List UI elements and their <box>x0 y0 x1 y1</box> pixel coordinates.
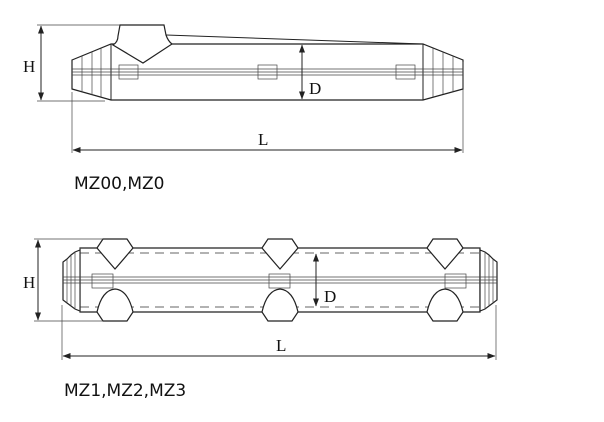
dimension-l: L <box>71 62 464 153</box>
model-caption-mz00-mz0: MZ00,MZ0 <box>74 174 165 194</box>
dimension-l: L <box>61 305 497 360</box>
connector-body <box>71 24 464 101</box>
clamp-window <box>118 64 139 80</box>
dimension-d: D <box>313 253 336 307</box>
dimension-h: H <box>23 238 103 322</box>
length-label: L <box>258 130 268 149</box>
drawing-mz00-mz0: H D L <box>23 24 464 153</box>
clamp-window <box>268 273 291 289</box>
height-label: H <box>23 57 35 76</box>
dimension-h: H <box>23 24 120 102</box>
height-label: H <box>23 273 35 292</box>
connector-body <box>62 238 498 322</box>
clamp-window <box>395 64 416 80</box>
diameter-label: D <box>309 79 321 98</box>
clamp-window <box>91 273 114 289</box>
dimension-d: D <box>299 44 321 100</box>
model-caption-mz1-mz2-mz3: MZ1,MZ2,MZ3 <box>64 381 187 401</box>
clamp-window <box>257 64 278 80</box>
diameter-label: D <box>324 287 336 306</box>
clamp-bolt-humps <box>96 238 464 322</box>
length-label: L <box>276 336 286 355</box>
drawing-mz1-mz2-mz3: H D L <box>23 238 498 360</box>
clamp-window <box>444 273 467 289</box>
